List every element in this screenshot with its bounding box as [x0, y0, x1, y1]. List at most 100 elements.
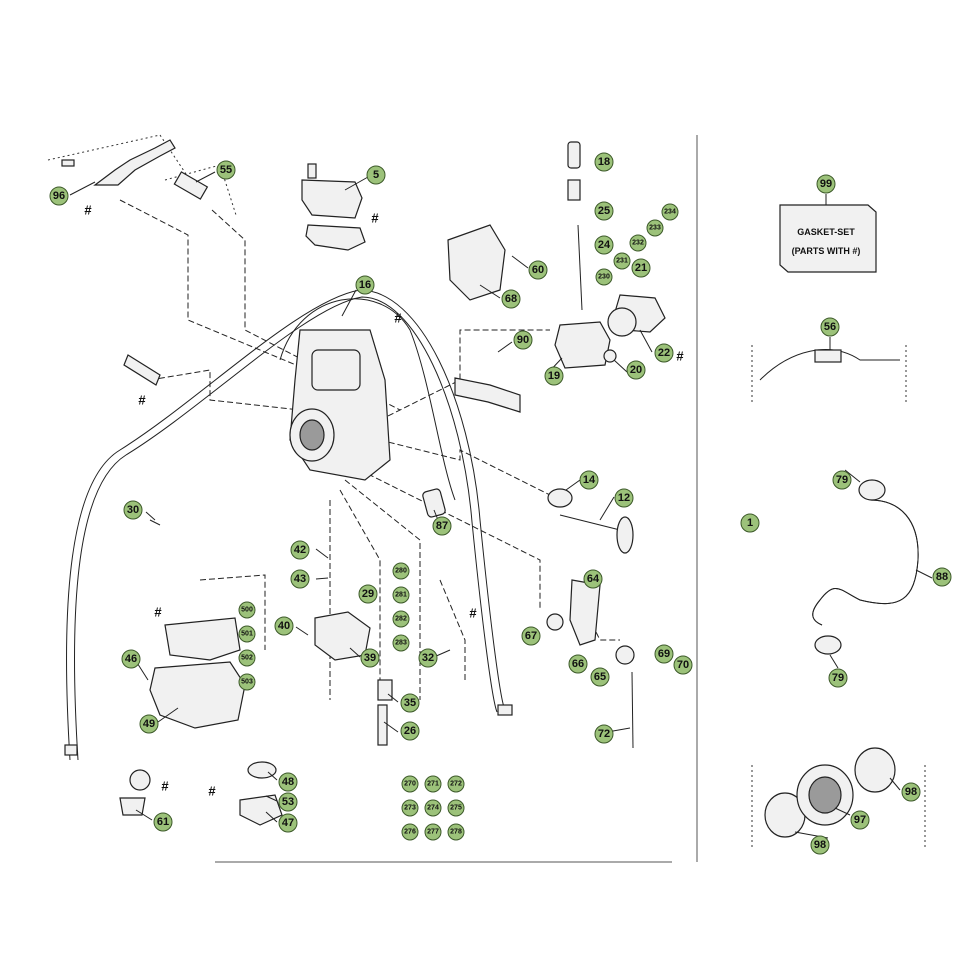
svg-text:1: 1 [747, 517, 753, 529]
svg-text:72: 72 [598, 728, 610, 740]
callout-272: 272 [447, 775, 465, 793]
callout-12: 12 [614, 488, 634, 508]
svg-text:233: 233 [649, 225, 661, 232]
carburetor-bore-inner [299, 419, 325, 451]
svg-text:501: 501 [241, 631, 253, 638]
callout-79-top: 79 [832, 470, 852, 490]
svg-text:40: 40 [278, 620, 290, 632]
valve-head [616, 516, 634, 554]
needle-cap [567, 141, 581, 169]
svg-text:43: 43 [294, 573, 306, 585]
callout-1: 1 [740, 513, 760, 533]
callout-32: 32 [418, 648, 438, 668]
svg-text:500: 500 [241, 607, 253, 614]
svg-text:277: 277 [427, 829, 439, 836]
svg-text:67: 67 [525, 630, 537, 642]
callout-276: 276 [401, 823, 419, 841]
drain-plug [119, 797, 146, 816]
svg-text:234: 234 [664, 209, 676, 216]
throttle-housing [447, 224, 506, 301]
callout-274: 274 [424, 799, 442, 817]
svg-text:231: 231 [616, 258, 628, 265]
hose-88-inner [812, 499, 919, 626]
svg-text:48: 48 [282, 776, 294, 788]
svg-text:49: 49 [143, 718, 155, 730]
callout-277: 277 [424, 823, 442, 841]
o-ring-small [603, 349, 617, 363]
callout-42: 42 [290, 540, 310, 560]
svg-text:53: 53 [282, 796, 294, 808]
callout-88: 88 [932, 567, 952, 587]
svg-text:272: 272 [450, 781, 462, 788]
svg-text:19: 19 [548, 370, 560, 382]
clamp-98-right [854, 747, 896, 793]
top-cover [301, 179, 363, 219]
callout-30: 30 [123, 500, 143, 520]
svg-text:230: 230 [598, 274, 610, 281]
svg-text:276: 276 [404, 829, 416, 836]
svg-text:98: 98 [814, 839, 826, 851]
svg-text:25: 25 [598, 205, 610, 217]
callout-500: 500 [238, 601, 256, 619]
spring-14 [547, 488, 573, 508]
callout-48: 48 [278, 772, 298, 792]
callout-25: 25 [594, 201, 614, 221]
callout-14: 14 [579, 470, 599, 490]
svg-text:39: 39 [364, 652, 376, 664]
callout-283: 283 [392, 634, 410, 652]
callout-66: 66 [568, 654, 588, 674]
callout-40: 40 [274, 616, 294, 636]
svg-text:275: 275 [450, 805, 462, 812]
svg-text:64: 64 [587, 573, 600, 585]
float-39 [314, 611, 371, 661]
svg-text:502: 502 [241, 655, 253, 662]
svg-text:282: 282 [395, 616, 407, 623]
hash-mark: # [138, 393, 146, 408]
svg-text:46: 46 [125, 653, 137, 665]
o-ring-drain [129, 769, 151, 791]
screw-small [61, 159, 75, 167]
cable-end-left [64, 744, 78, 756]
svg-text:22: 22 [658, 347, 670, 359]
callout-29: 29 [358, 584, 378, 604]
piston-87 [422, 488, 446, 518]
callout-231: 231 [613, 252, 631, 270]
svg-text:26: 26 [404, 725, 416, 737]
svg-text:270: 270 [404, 781, 416, 788]
svg-text:16: 16 [359, 279, 371, 291]
diagram-frames [47, 134, 926, 863]
callout-43: 43 [290, 569, 310, 589]
hot-start-fitting [454, 377, 521, 413]
callout-24: 24 [594, 235, 614, 255]
gasket-hash-marks: # # # # # # # # # [84, 203, 684, 799]
callout-leaders [69, 171, 933, 839]
callout-271: 271 [424, 775, 442, 793]
svg-text:273: 273 [404, 805, 416, 812]
choke-lever [569, 579, 601, 646]
callout-21: 21 [631, 258, 651, 278]
callout-501: 501 [238, 625, 256, 643]
callout-5: 5 [366, 165, 386, 185]
svg-text:61: 61 [157, 816, 169, 828]
lever-65 [615, 645, 635, 665]
spring-small [567, 179, 581, 201]
svg-text:24: 24 [598, 239, 611, 251]
svg-text:503: 503 [241, 679, 253, 686]
harness-connector [814, 349, 842, 363]
callout-234: 234 [661, 203, 679, 221]
callout-275: 275 [447, 799, 465, 817]
hash-mark: # [469, 606, 477, 621]
svg-text:70: 70 [677, 659, 689, 671]
sensor-lead [93, 139, 176, 186]
svg-text:5: 5 [373, 169, 379, 181]
diaphragm-48 [247, 761, 277, 779]
callout-18: 18 [594, 152, 614, 172]
svg-text:281: 281 [395, 592, 407, 599]
callout-503: 503 [238, 673, 256, 691]
hash-mark: # [371, 211, 379, 226]
svg-text:35: 35 [404, 697, 416, 709]
hash-mark: # [394, 311, 402, 326]
hash-mark: # [208, 784, 216, 799]
svg-text:55: 55 [220, 164, 232, 176]
